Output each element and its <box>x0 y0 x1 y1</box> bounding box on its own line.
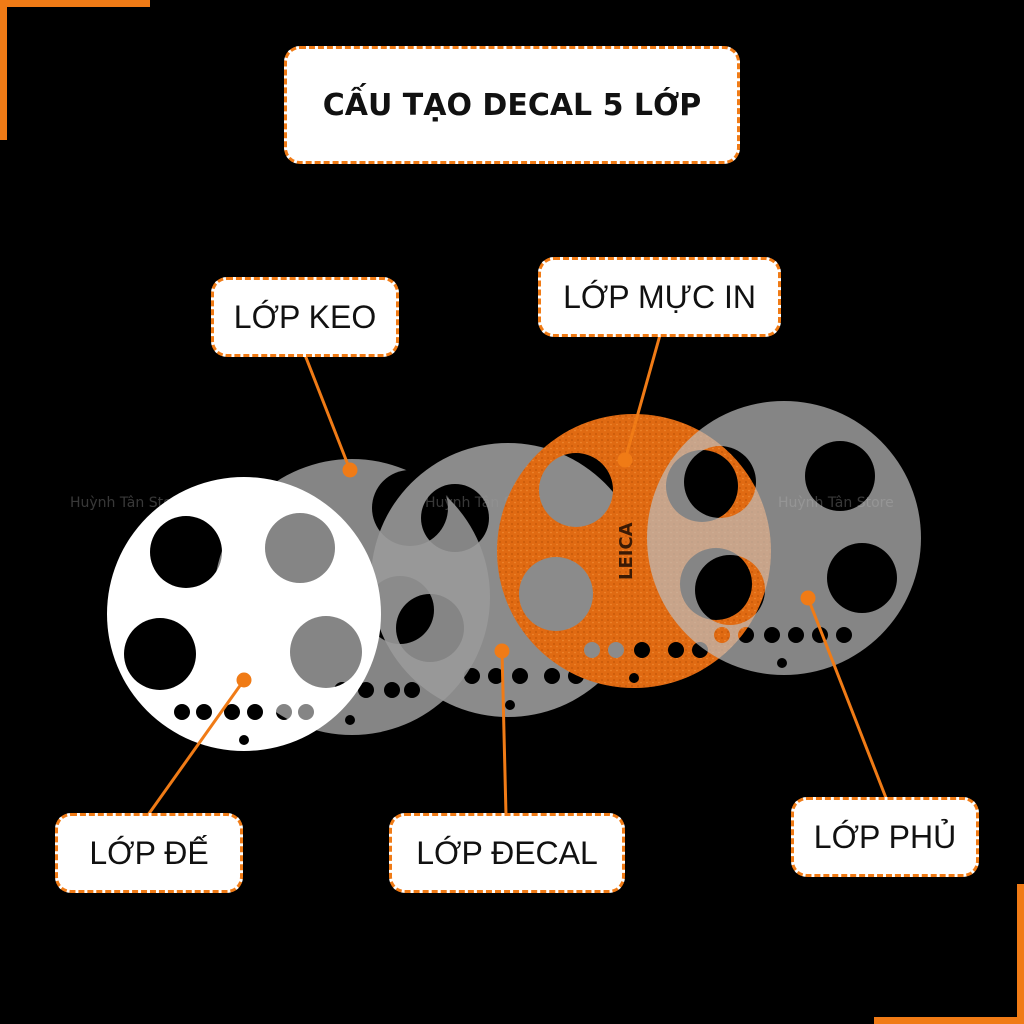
label-lop-keo: LỚP KEO <box>211 277 399 357</box>
frame-corner-bottom-right-horizontal <box>874 1017 1024 1024</box>
leader-line-keo <box>303 354 352 471</box>
brand-text: LEICA <box>616 522 637 580</box>
frame-corner-top-left-vertical <box>0 0 7 140</box>
leader-line-muc-in <box>623 334 662 461</box>
leader-dot-phu <box>800 590 816 606</box>
leader-dot-de <box>236 672 252 688</box>
leader-dot-keo <box>342 462 358 478</box>
page-title: CẤU TẠO DECAL 5 LỚP <box>284 46 740 164</box>
label-lop-phu: LỚP PHỦ <box>791 797 979 877</box>
label-lop-muc-in: LỚP MỰC IN <box>538 257 781 337</box>
leader-line-de <box>146 679 246 816</box>
leader-line-decal <box>500 650 508 816</box>
layer-de-disc <box>107 477 381 751</box>
leader-line-phu <box>806 597 888 799</box>
leader-dot-decal <box>494 643 510 659</box>
layer-phu-disc <box>647 401 921 675</box>
frame-corner-bottom-right-vertical <box>1017 884 1024 1024</box>
leader-dot-muc-in <box>617 452 633 468</box>
label-lop-decal: LỚP ĐECAL <box>389 813 625 893</box>
watermark: Huỳnh Tân Store <box>70 495 186 511</box>
label-lop-de: LỚP ĐẾ <box>55 813 243 893</box>
frame-corner-top-left-horizontal <box>0 0 150 7</box>
